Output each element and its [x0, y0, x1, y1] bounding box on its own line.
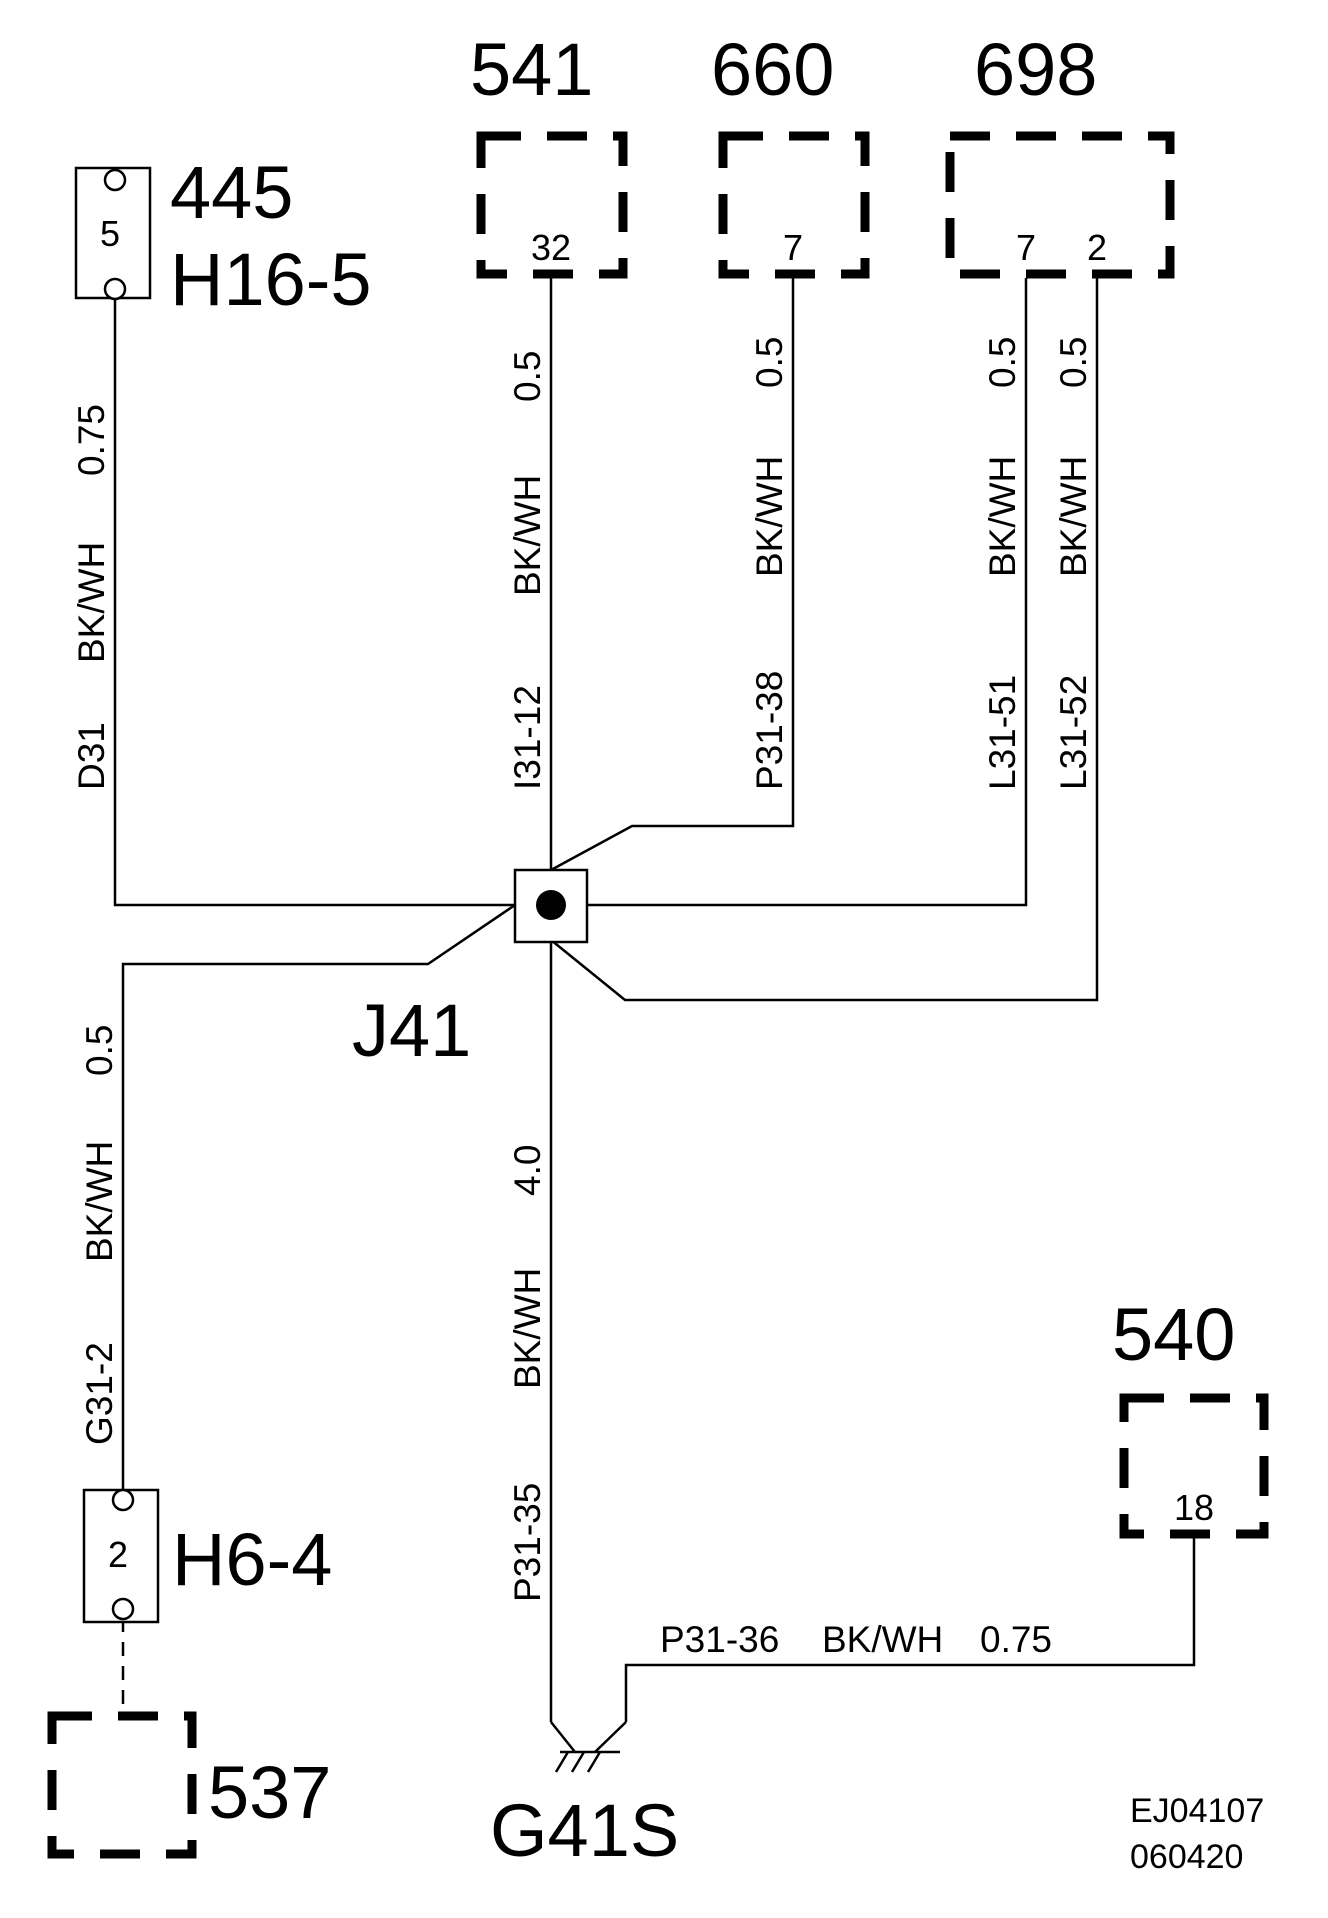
wire-l31-52-labels: L31-52 BK/WH 0.5	[1053, 337, 1094, 790]
wire-p31-35-labels: P31-35 BK/WH 4.0	[507, 1145, 548, 1602]
wire-p31-36-labels: P31-36 BK/WH 0.75	[660, 1619, 1052, 1660]
wire-g31-2-color: BK/WH	[79, 1141, 120, 1262]
ground-icon	[554, 1751, 602, 1773]
component-660: 660 7	[711, 28, 870, 279]
connector-445: 5 445 H16-5	[74, 151, 372, 321]
wire-g31-2	[121, 903, 516, 1495]
component-698-pin-b: 2	[1087, 227, 1107, 268]
wire-l31-51	[587, 278, 1028, 907]
splice-j41: J41	[352, 868, 589, 1072]
wire-l31-51-color: BK/WH	[982, 456, 1023, 577]
wire-p31-38-color: BK/WH	[749, 456, 790, 577]
wire-i31-12-labels: I31-12 BK/WH 0.5	[507, 351, 548, 790]
wire-i31-12-gauge: 0.5	[507, 351, 548, 402]
wire-p31-38	[550, 278, 795, 872]
component-698-label: 698	[974, 28, 1097, 111]
wire-l31-51-code: L31-51	[982, 675, 1023, 790]
wire-p31-36	[624, 1535, 1196, 1722]
connector-445-hole-bottom	[103, 277, 127, 301]
component-660-label: 660	[711, 28, 834, 111]
component-698-pin-a: 7	[1016, 227, 1036, 268]
wire-l31-52-code: L31-52	[1053, 675, 1094, 790]
wire-d31-gauge: 0.75	[71, 404, 112, 476]
component-540: 540 18	[1112, 1293, 1269, 1539]
wire-d31-labels: D31 BK/WH 0.75	[71, 404, 112, 790]
component-541-box	[476, 131, 628, 279]
component-540-label: 540	[1112, 1293, 1235, 1376]
component-660-box	[718, 131, 870, 279]
component-541-label: 541	[470, 28, 593, 111]
component-541-pin: 32	[531, 227, 571, 268]
drawing-id: EJ04107	[1130, 1792, 1264, 1830]
ground-label: G41S	[490, 1789, 679, 1872]
ground-g41s: G41S	[490, 1721, 679, 1872]
connector-h16-5-label: H16-5	[170, 238, 372, 321]
connector-445-hole-top	[103, 168, 127, 192]
connector-h6-4-pin: 2	[108, 1534, 128, 1575]
component-540-box	[1119, 1393, 1269, 1539]
wire-p31-35-color: BK/WH	[507, 1268, 548, 1389]
wire-p31-35-gauge: 4.0	[507, 1145, 548, 1196]
wire-d31-color: BK/WH	[71, 542, 112, 663]
connector-h6-4: 2 H6-4	[82, 1488, 332, 1624]
component-660-pin: 7	[783, 227, 803, 268]
component-540-pin: 18	[1174, 1487, 1214, 1528]
drawing-codes: EJ04107 060420	[1130, 1792, 1264, 1876]
wire-d31-code: D31	[71, 722, 112, 790]
connector-445-label: 445	[170, 151, 293, 234]
wire-p31-38-labels: P31-38 BK/WH 0.5	[749, 337, 790, 790]
component-537-label: 537	[208, 1751, 331, 1834]
wire-p31-35-code: P31-35	[507, 1483, 548, 1602]
wires	[113, 278, 1196, 1722]
date-code: 060420	[1130, 1838, 1243, 1876]
wire-g31-2-gauge: 0.5	[79, 1025, 120, 1076]
ground-leads	[550, 1721, 627, 1753]
wire-l31-52	[550, 278, 1099, 1002]
component-541: 541 32	[470, 28, 628, 279]
connector-445-pin: 5	[100, 213, 120, 254]
wire-p31-38-code: P31-38	[749, 671, 790, 790]
splice-label: J41	[352, 989, 471, 1072]
wire-l31-52-color: BK/WH	[1053, 456, 1094, 577]
component-698-box	[945, 131, 1175, 279]
wire-g31-2-labels: G31-2 BK/WH 0.5	[79, 1025, 120, 1445]
connector-h6-4-hole-top	[111, 1488, 135, 1512]
component-698: 698 7 2	[945, 28, 1175, 279]
wire-l31-51-gauge: 0.5	[982, 337, 1023, 388]
wire-p31-36-code: P31-36	[660, 1619, 779, 1660]
connector-h6-4-label: H6-4	[172, 1518, 332, 1601]
component-537: 537	[47, 1711, 331, 1859]
component-537-box	[47, 1711, 197, 1859]
wire-p31-36-gauge: 0.75	[980, 1619, 1052, 1660]
splice-dot	[536, 890, 566, 920]
wire-p31-36-color: BK/WH	[822, 1619, 943, 1660]
wire-i31-12-code: I31-12	[507, 685, 548, 790]
wire-d31	[113, 290, 515, 907]
wire-g31-2-code: G31-2	[79, 1342, 120, 1445]
wire-p31-38-gauge: 0.5	[749, 337, 790, 388]
wire-i31-12-color: BK/WH	[507, 475, 548, 596]
wire-l31-51-labels: L31-51 BK/WH 0.5	[982, 337, 1023, 790]
wire-l31-52-gauge: 0.5	[1053, 337, 1094, 388]
connector-h6-4-hole-bottom	[111, 1597, 135, 1621]
